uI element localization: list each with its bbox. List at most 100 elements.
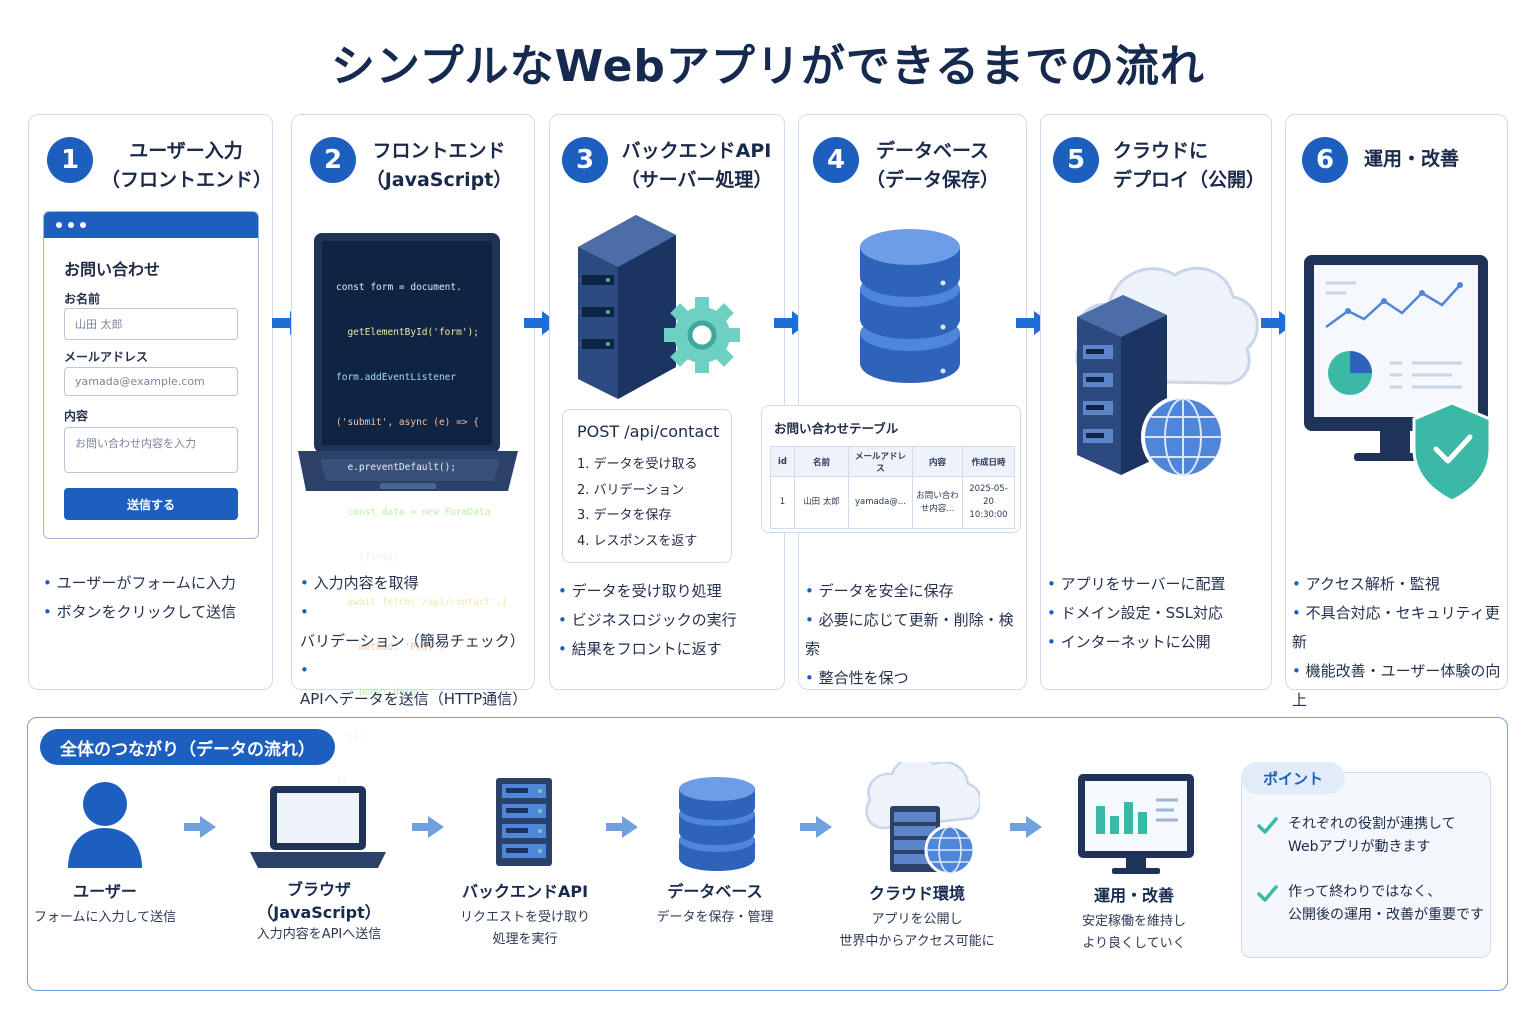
step-title-6: 運用・改善	[1364, 148, 1460, 170]
code-line: const data = new FormData	[336, 507, 491, 518]
bullet: 入力内容を取得	[300, 569, 534, 598]
step-title-2: フロントエンド （JavaScript）	[365, 140, 513, 191]
submit-button[interactable]: 送信する	[64, 488, 238, 520]
bullet: アプリをサーバーに配置	[1047, 570, 1226, 599]
cloud-server-icon	[1075, 266, 1259, 479]
flow-node-browser: ブラウザ （JavaScript） 入力内容をAPIへ送信	[234, 878, 404, 946]
bullet: 結果をフロントに返す	[558, 635, 737, 664]
table-cell: 2025-05-20 10:30:00	[962, 476, 1015, 529]
api-step: 2. バリデーション	[577, 482, 685, 498]
point-box: それぞれの役割が連携して Webアプリが動きます 作って終わりではなく、 公開後…	[1241, 772, 1491, 958]
step-card-2: 2 フロントエンド （JavaScript） const form = docu…	[291, 114, 535, 788]
name-label: お名前	[64, 292, 101, 306]
step-number-3: 3	[562, 137, 608, 183]
page-title: シンプルなWebアプリができるまでの流れ	[330, 41, 1206, 92]
bullet: ビジネスロジックの実行	[558, 606, 737, 635]
table-cell: 山田 太郎	[794, 476, 849, 529]
table-header: 作成日時	[962, 446, 1015, 477]
step-title-3: バックエンドAPI （サーバー処理）	[620, 140, 773, 191]
step-2-bullets: 入力内容を取得 バリデーション（簡易チェック） APIへデータを送信（HTTP通…	[300, 569, 534, 714]
api-step: 4. レスポンスを返す	[577, 533, 698, 549]
content-field[interactable]: お問い合わせ内容を入力	[64, 427, 238, 473]
step-number-4: 4	[813, 137, 859, 183]
arrow-right-icon	[606, 816, 638, 838]
flow-node-desc: フォームに入力して送信	[33, 910, 177, 925]
database-icon	[679, 777, 755, 871]
email-field[interactable]: yamada@example.com	[64, 367, 238, 396]
database-icon	[860, 229, 960, 383]
table-header: id	[770, 446, 795, 477]
flow-node-name: バックエンドAPI	[461, 882, 589, 901]
data-flow-panel	[27, 717, 1508, 991]
bullet: ユーザーがフォームに入力	[43, 569, 236, 598]
code-line: ('submit', async (e) => {	[336, 417, 479, 428]
db-table: id 名前 メールアドレス 内容 作成日時 1 山田 太郎 yamada@...…	[770, 446, 1015, 529]
window-bar	[44, 212, 258, 238]
data-flow-label: 全体のつながり（データの流れ）	[40, 729, 335, 765]
bullet: インターネットに公開	[1047, 628, 1225, 657]
laptop-icon	[298, 233, 518, 491]
code-line: e.preventDefault();	[336, 462, 457, 473]
flow-node-desc: データを保存・管理	[656, 910, 774, 925]
step-number-5: 5	[1053, 137, 1099, 183]
step-number-1: 1	[47, 137, 93, 183]
flow-node-database: データベース データを保存・管理	[630, 880, 800, 929]
flow-node-backend: バックエンドAPI リクエストを受け取り 処理を実行	[440, 880, 610, 951]
code-line: form.addEventListener	[336, 372, 457, 383]
step-4-bullets: データを安全に保存 必要に応じて更新・削除・検索 整合性を保つ	[805, 577, 1026, 693]
arrow-right-icon	[412, 816, 444, 838]
bullet: 必要に応じて更新・削除・検索	[805, 606, 1026, 664]
server-icon	[496, 778, 552, 866]
api-endpoint: POST /api/contact	[577, 422, 720, 441]
bullet: APIへデータを送信（HTTP通信）	[300, 656, 534, 714]
point-label: ポイント	[1241, 762, 1345, 794]
flow-node-desc: リクエストを受け取り 処理を実行	[459, 910, 590, 947]
flow-node-cloud: クラウド環境 アプリを公開し 世界中からアクセス可能に	[822, 882, 1012, 953]
bullet: 機能改善・ユーザー体験の向上	[1292, 657, 1507, 715]
step-1-bullets: ユーザーがフォームに入力 ボタンをクリックして送信	[43, 569, 237, 627]
table-header: メールアドレス	[848, 446, 913, 477]
bullet: 整合性を保つ	[805, 664, 1026, 693]
monitor-dashboard-icon	[1304, 255, 1492, 503]
flow-node-name: ユーザー	[73, 882, 137, 901]
step-card-6: 6 運用・改善 アクセス解析・監視 不具合対応・セキュリティ更新 機能改善・ユー…	[1285, 114, 1508, 709]
form-title: お問い合わせ	[64, 260, 161, 279]
content-label: 内容	[64, 409, 89, 423]
table-header: 内容	[912, 446, 963, 477]
flow-node-name: クラウド環境	[868, 884, 965, 903]
laptop-icon	[250, 786, 386, 868]
step-title-5: クラウドに デプロイ（公開）	[1113, 140, 1266, 191]
arrow-right-icon	[184, 816, 216, 838]
table-header: 名前	[794, 446, 849, 477]
step-card-4: 4 データベース （データ保存） お問い合わせテーブル id 名前 メールアドレ…	[761, 114, 1027, 693]
api-step: 1. データを受け取る	[577, 457, 698, 472]
step-number-6: 6	[1302, 137, 1348, 183]
flow-node-ops: 運用・改善 安定稼働を維持し より良くしていく	[1044, 884, 1224, 955]
bullet: バリデーション（簡易チェック）	[300, 598, 534, 656]
bullet: ボタンをクリックして送信	[43, 598, 237, 627]
bullet: ドメイン設定・SSL対応	[1047, 599, 1225, 628]
email-label: メールアドレス	[64, 350, 149, 364]
arrow-right-icon	[1010, 816, 1042, 838]
user-icon	[68, 782, 142, 868]
api-steps: 1. データを受け取る 2. バリデーション 3. データを保存 4. レスポン…	[577, 452, 698, 554]
step-3-bullets: データを受け取り処理 ビジネスロジックの実行 結果をフロントに返す	[558, 577, 737, 664]
api-step: 3. データを保存	[577, 508, 672, 523]
check-icon	[1257, 817, 1278, 834]
point-item: それぞれの役割が連携して Webアプリが動きます	[1288, 816, 1456, 855]
step-card-1: 1 ユーザー入力 （フロントエンド） お問い合わせ お名前 山田 太郎 メールア…	[28, 114, 273, 690]
point-item: 作って終わりではなく、 公開後の運用・改善が重要です	[1288, 884, 1484, 923]
db-table-panel: お問い合わせテーブル id 名前 メールアドレス 内容 作成日時 1 山田 太郎…	[761, 405, 1021, 533]
code-line: const form = document.	[336, 282, 462, 293]
step-title-1: ユーザー入力 （フロントエンド）	[101, 140, 273, 191]
step-6-bullets: アクセス解析・監視 不具合対応・セキュリティ更新 機能改善・ユーザー体験の向上	[1292, 570, 1507, 715]
bullet: 不具合対応・セキュリティ更新	[1292, 599, 1507, 657]
flow-node-desc: 入力内容をAPIへ送信	[256, 927, 382, 942]
name-field[interactable]: 山田 太郎	[64, 308, 238, 340]
monitor-chart-icon	[1078, 774, 1194, 874]
code-line: });	[336, 777, 354, 788]
code-line: (form);	[336, 552, 399, 563]
step-title-4: データベース （データ保存）	[865, 140, 999, 191]
table-cell: yamada@...	[848, 476, 913, 529]
api-endpoint-box: POST /api/contact 1. データを受け取る 2. バリデーション…	[562, 409, 732, 563]
